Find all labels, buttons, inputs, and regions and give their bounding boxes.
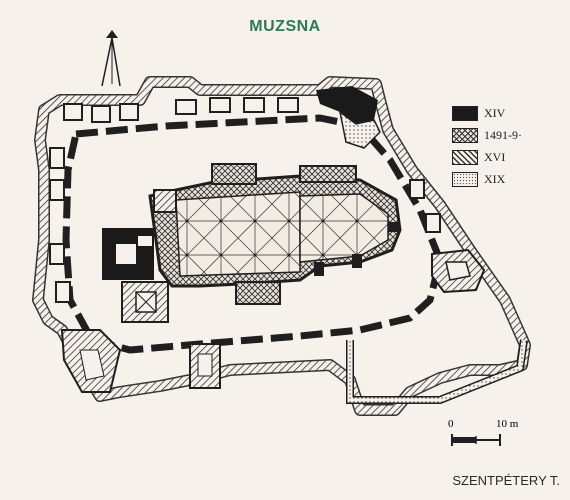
- legend-swatch-cross: [452, 127, 478, 143]
- south-gate-tower: [189, 343, 221, 389]
- legend-item: 1491-9·: [452, 124, 522, 146]
- gatehouse-xiv: [102, 228, 154, 280]
- legend: XIV 1491-9· XVI XIX: [452, 102, 522, 190]
- southwest-bastion: [60, 329, 122, 393]
- wall-chambers: [49, 97, 441, 303]
- plan-title: MUZSNA: [249, 18, 321, 35]
- legend-item: XIV: [452, 102, 522, 124]
- scale-bar: [451, 434, 501, 446]
- author-credit: SZENTPÉTERY T.: [452, 473, 560, 488]
- legend-swatch-dots: [452, 171, 478, 187]
- scale-end-label: 10 m: [496, 418, 519, 430]
- legend-item: XVI: [452, 146, 522, 168]
- east-gate-tower: [431, 248, 486, 294]
- church: [148, 163, 402, 305]
- legend-item: XIX: [452, 168, 522, 190]
- legend-label: XIX: [484, 171, 506, 186]
- legend-swatch-solid: [452, 105, 478, 121]
- tower-xvi: [121, 281, 169, 323]
- scale-start-label: 0: [448, 418, 454, 430]
- legend-label: XIV: [484, 105, 506, 120]
- legend-label: XVI: [484, 149, 506, 164]
- scale-labels: 0 10 m: [440, 418, 540, 452]
- tower-xiv: [316, 86, 381, 149]
- north-arrow-icon: [101, 30, 121, 87]
- legend-label: 1491-9·: [484, 127, 522, 142]
- legend-swatch-hatch: [452, 149, 478, 165]
